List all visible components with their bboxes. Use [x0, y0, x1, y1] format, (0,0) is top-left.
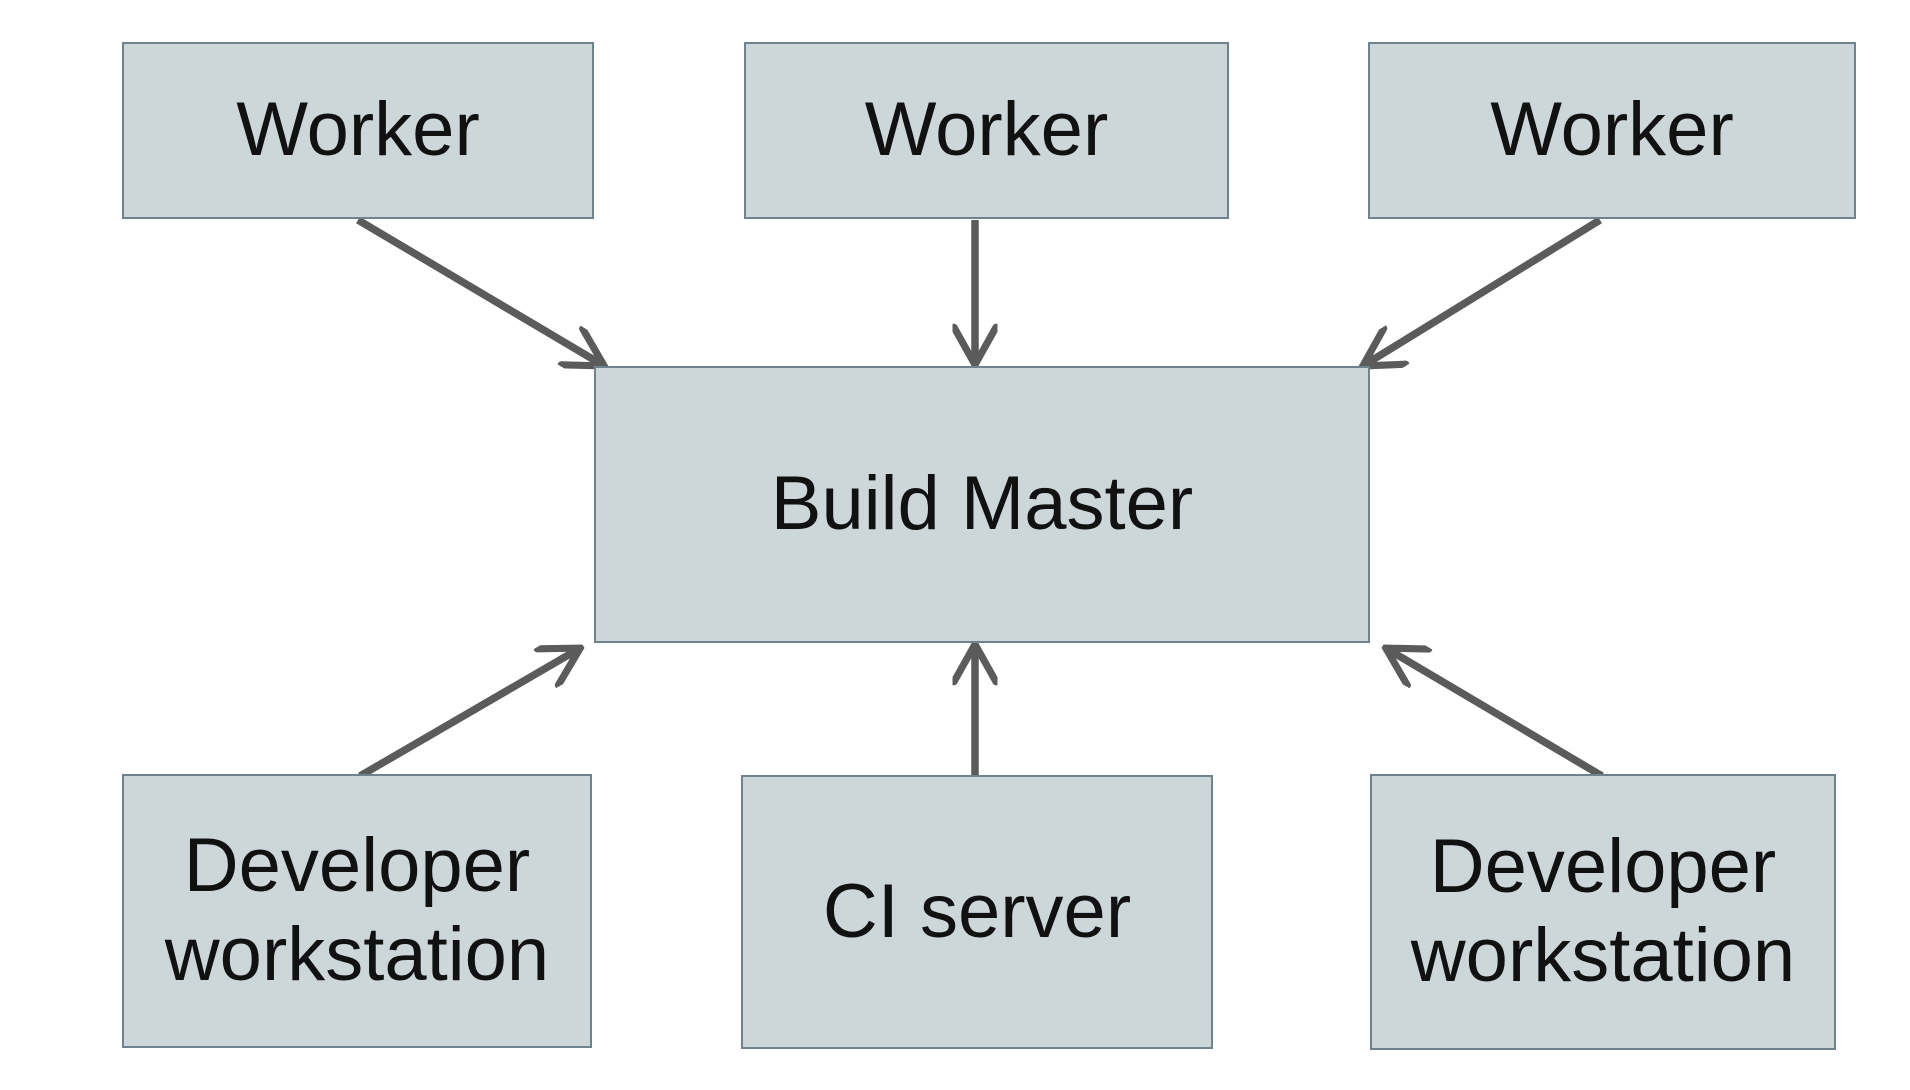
- arrow-worker-3-to-build-master: [1366, 216, 1602, 364]
- node-ci-server: CI server: [741, 775, 1213, 1049]
- node-worker-1: Worker: [122, 42, 594, 219]
- arrow-developer-workstation-left-to-build-master: [358, 650, 577, 780]
- node-developer-workstation-left-label: Developer workstation: [164, 823, 550, 997]
- node-ci-server-label: CI server: [822, 868, 1132, 954]
- node-developer-workstation-right-label: Developer workstation: [1410, 824, 1796, 998]
- node-worker-1-label: Worker: [236, 87, 480, 173]
- node-developer-workstation-right: Developer workstation: [1370, 774, 1836, 1050]
- arrow-worker-1-to-build-master: [356, 216, 601, 364]
- node-worker-2-label: Worker: [864, 87, 1109, 173]
- node-worker-3-label: Worker: [1490, 87, 1734, 173]
- node-build-master-label: Build Master: [770, 461, 1194, 547]
- arrow-developer-workstation-right-to-build-master: [1389, 650, 1604, 780]
- node-build-master: Build Master: [594, 366, 1370, 643]
- node-worker-2: Worker: [744, 42, 1229, 219]
- node-worker-3: Worker: [1368, 42, 1856, 219]
- node-developer-workstation-left: Developer workstation: [122, 774, 592, 1048]
